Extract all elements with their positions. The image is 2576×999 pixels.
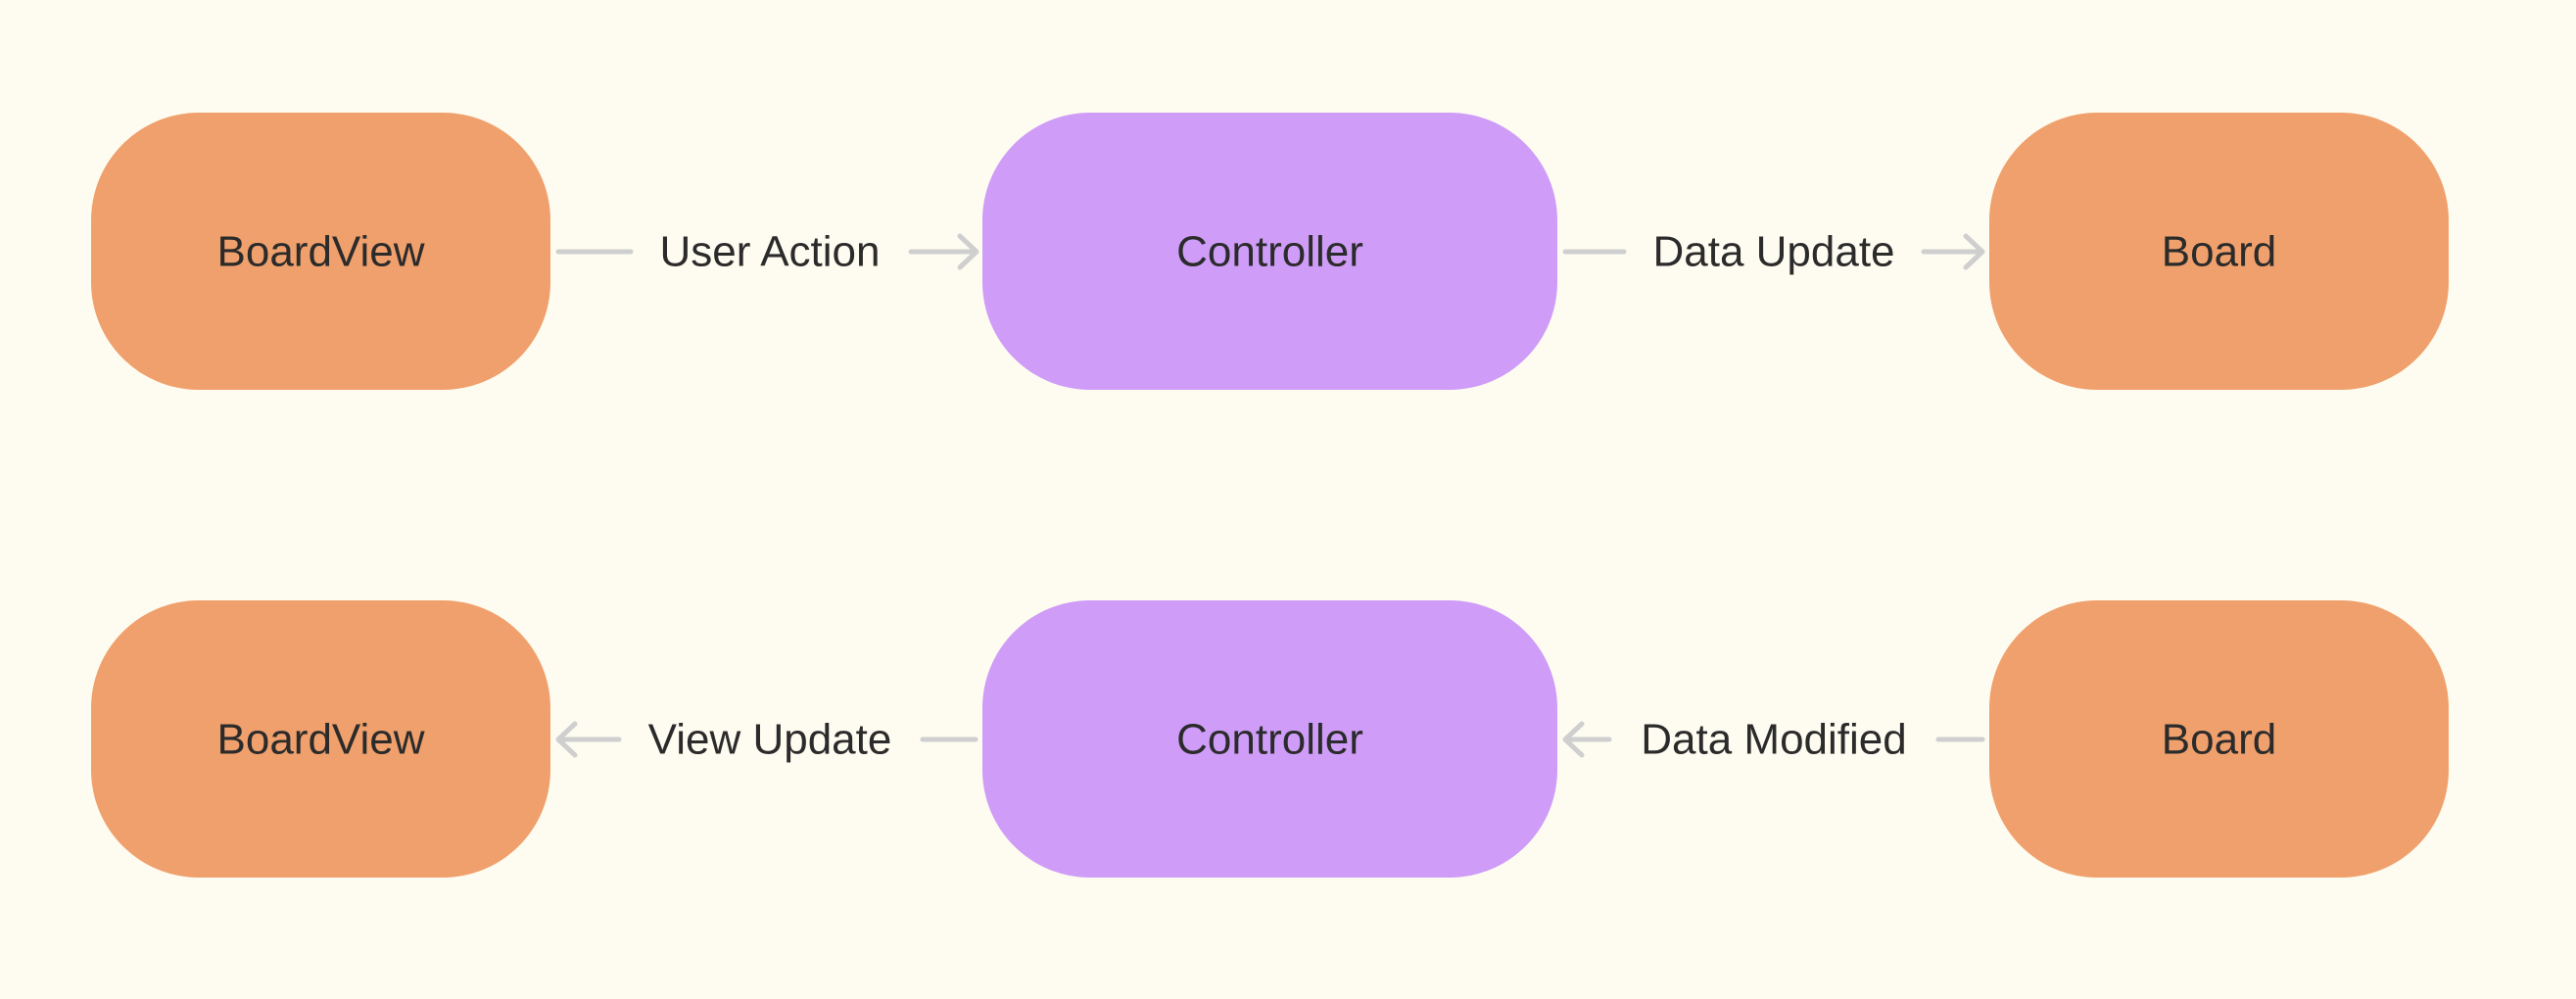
- node-board-row2-label: Board: [2162, 716, 2276, 764]
- row-2: BoardView View Update Controller Data Mo…: [91, 600, 2449, 878]
- node-boardview-row1-label: BoardView: [217, 228, 425, 276]
- edge-view-update-label: View Update: [648, 716, 892, 764]
- node-controller-row1-label: Controller: [1176, 228, 1363, 276]
- edge-data-modified-label: Data Modified: [1641, 716, 1906, 764]
- row-1: BoardView User Action Controller Data Up…: [91, 113, 2449, 390]
- node-controller-row1: Controller: [982, 113, 1557, 390]
- arrow-right-icon: [1963, 233, 1985, 270]
- edge-user-action: User Action: [555, 228, 979, 276]
- edge-data-modified: Data Modified: [1562, 716, 1985, 764]
- arrow-left-icon: [1562, 721, 1585, 758]
- node-boardview-row1-shape: [91, 113, 550, 390]
- edge-data-update: Data Update: [1562, 228, 1985, 276]
- node-board-row1: Board: [1989, 113, 2449, 390]
- node-board-row1-label: Board: [2162, 228, 2276, 276]
- node-board-row2-shape: [1989, 600, 2449, 878]
- node-controller-row2-shape: [982, 600, 1557, 878]
- edge-user-action-label: User Action: [660, 228, 881, 276]
- node-controller-row2: Controller: [982, 600, 1557, 878]
- edge-view-update: View Update: [555, 716, 978, 764]
- arrow-left-icon: [555, 721, 578, 758]
- node-board-row2: Board: [1989, 600, 2449, 878]
- arrow-right-icon: [957, 233, 979, 270]
- node-boardview-row2: BoardView: [91, 600, 550, 878]
- node-controller-row2-label: Controller: [1176, 716, 1363, 764]
- node-controller-row1-shape: [982, 113, 1557, 390]
- node-board-row1-shape: [1989, 113, 2449, 390]
- node-boardview-row2-label: BoardView: [217, 716, 425, 764]
- node-boardview-row2-shape: [91, 600, 550, 878]
- edge-data-update-label: Data Update: [1652, 228, 1894, 276]
- node-boardview-row1: BoardView: [91, 113, 550, 390]
